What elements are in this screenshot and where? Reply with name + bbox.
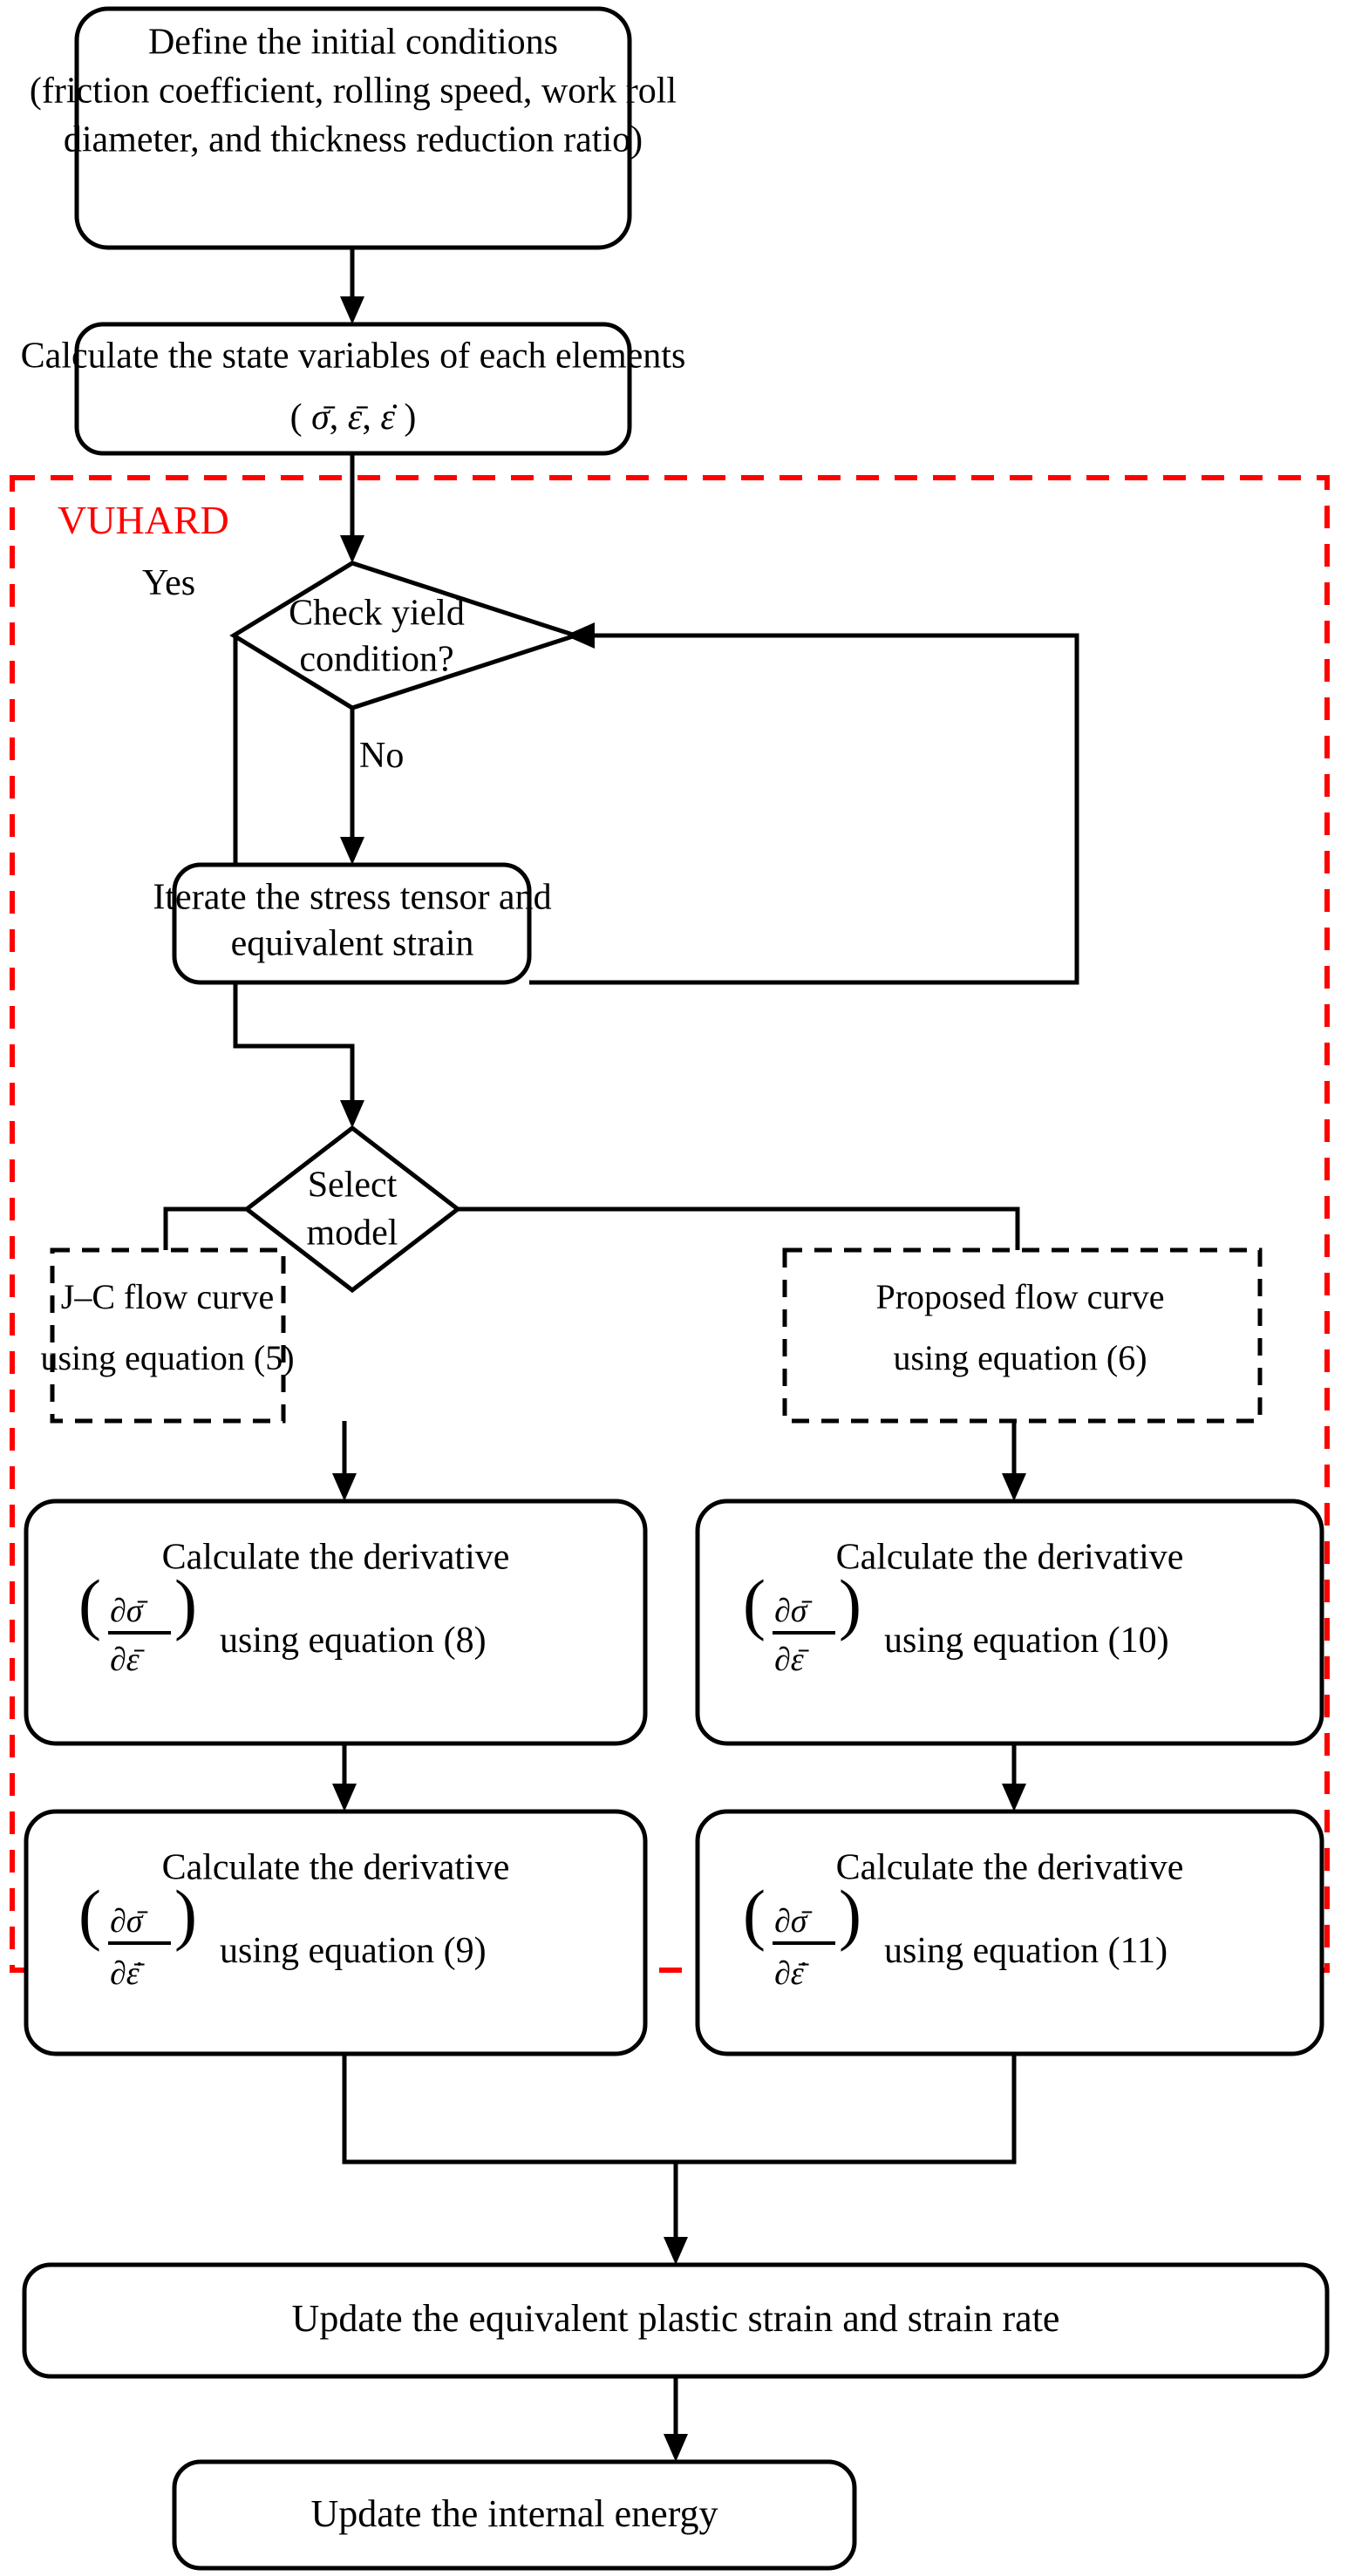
svg-text:(: ( <box>743 1566 766 1641</box>
calc-state-formula: ( σ̄, ε̄, ε̇ ) <box>290 398 417 438</box>
formula-sep-1: , <box>330 398 348 438</box>
svg-text:∂ε̄̇: ∂ε̄̇ <box>774 1955 809 1992</box>
svg-text:(: ( <box>78 1876 101 1952</box>
svg-text:): ) <box>839 1566 861 1641</box>
eq11-num-partial: ∂ <box>774 1903 791 1940</box>
node-derivative-eq8[interactable]: Calculate the derivative ( ∂σ̄ ∂ε̄ ) usi… <box>24 1499 648 1746</box>
jc-flow-curve-line-1: J–C flow curve <box>61 1277 274 1316</box>
connector-jc-to-eq8 <box>332 1421 357 1501</box>
svg-text:( σ̄, ε̄, ε̇ ): ( σ̄, ε̄, ε̇ ) <box>290 398 417 438</box>
iterate-stress-line-1: Iterate the stress tensor and <box>153 878 551 918</box>
iterate-stress-line-2: equivalent strain <box>231 924 474 964</box>
edge-label-no: No <box>359 736 404 776</box>
proposed-flow-curve-line-2: using equation (6) <box>893 1338 1147 1377</box>
svg-text:∂ε̄: ∂ε̄ <box>774 1641 809 1678</box>
node-jc-flow-curve[interactable]: J–C flow curve using equation (5) <box>40 1247 295 1424</box>
eq8-num-partial: ∂ <box>110 1593 126 1629</box>
derivative-eq11-fraction: ( ∂σ̄ ∂ε̄̇ ) <box>743 1876 861 1992</box>
node-derivative-eq11[interactable]: Calculate the derivative ( ∂σ̄ ∂ε̄̇ ) us… <box>695 1809 1324 2056</box>
svg-text:): ) <box>174 1876 197 1952</box>
connector-check-yes-to-select <box>233 636 364 1128</box>
connector-proposed-to-eq10 <box>1002 1421 1026 1501</box>
formula-epsilon: ε <box>348 398 363 438</box>
connector-define-to-calc <box>340 248 364 324</box>
eq11-num-var: σ <box>791 1903 808 1940</box>
derivative-eq11-tail: using equation (11) <box>884 1931 1168 1971</box>
derivative-eq8-fraction: ( ∂σ̄ ∂ε̄ ) <box>78 1566 197 1678</box>
formula-sep-2: , <box>362 398 380 438</box>
svg-text:∂σ̄: ∂σ̄ <box>110 1593 148 1629</box>
connector-eq8-to-eq9 <box>332 1743 357 1811</box>
eq9-num-var: σ <box>126 1903 144 1940</box>
derivative-eq11-heading: Calculate the derivative <box>836 1848 1184 1888</box>
connector-select-to-jc <box>163 1206 247 1250</box>
node-proposed-flow-curve[interactable]: Proposed flow curve using equation (6) <box>782 1247 1263 1424</box>
node-iterate-stress-tensor[interactable]: Iterate the stress tensor and equivalent… <box>153 862 552 985</box>
svg-text:∂σ̄: ∂σ̄ <box>110 1903 148 1940</box>
edge-label-yes: Yes <box>142 563 195 603</box>
node-derivative-eq10[interactable]: Calculate the derivative ( ∂σ̄ ∂ε̄ ) usi… <box>695 1499 1324 1746</box>
svg-text:(: ( <box>78 1566 101 1641</box>
svg-text:): ) <box>839 1876 861 1952</box>
calc-state-line-1: Calculate the state variables of each el… <box>21 336 686 377</box>
svg-text:∂ε̄̇: ∂ε̄̇ <box>110 1955 145 1992</box>
svg-text:(: ( <box>743 1876 766 1952</box>
formula-epsilon-dot: ε <box>380 398 395 438</box>
node-calculate-state-variables[interactable]: Calculate the state variables of each el… <box>21 322 686 456</box>
connector-update-strain-to-energy <box>664 2376 688 2462</box>
select-model-line-1: Select <box>308 1166 398 1206</box>
derivative-eq8-heading: Calculate the derivative <box>162 1538 510 1578</box>
formula-close-paren: ) <box>395 398 417 438</box>
eq11-den-var: ε <box>791 1955 804 1992</box>
connector-merge-to-update-strain <box>342 2053 1017 2265</box>
update-energy-line-1: Update the internal energy <box>310 2492 718 2535</box>
node-update-internal-energy[interactable]: Update the internal energy <box>172 2459 857 2571</box>
eq10-den-partial: ∂ <box>774 1641 791 1678</box>
define-initial-line-2: (friction coefficient, rolling speed, wo… <box>30 71 677 112</box>
node-derivative-eq9[interactable]: Calculate the derivative ( ∂σ̄ ∂ε̄̇ ) us… <box>24 1809 648 2056</box>
eq8-den-var: ε <box>126 1641 140 1678</box>
jc-flow-curve-line-2: using equation (5) <box>40 1338 294 1377</box>
eq9-num-partial: ∂ <box>110 1903 126 1940</box>
define-initial-line-1: Define the initial conditions <box>148 23 558 63</box>
svg-text:∂ε̄: ∂ε̄ <box>110 1641 145 1678</box>
vuhard-region-border <box>10 475 1330 1973</box>
derivative-eq9-fraction: ( ∂σ̄ ∂ε̄̇ ) <box>78 1876 197 1992</box>
connector-eq10-to-eq11 <box>1002 1743 1026 1811</box>
svg-text:): ) <box>174 1566 197 1641</box>
eq8-den-partial: ∂ <box>110 1641 126 1678</box>
eq10-num-partial: ∂ <box>774 1593 791 1629</box>
select-model-line-2: model <box>307 1213 398 1254</box>
connector-calc-to-check <box>340 453 364 563</box>
derivative-eq10-heading: Calculate the derivative <box>836 1538 1184 1578</box>
eq8-num-var: σ <box>126 1593 144 1629</box>
formula-sigma-bar: σ <box>311 398 331 438</box>
define-initial-line-3: diameter, and thickness reduction ratio) <box>64 120 643 160</box>
formula-open-paren: ( <box>290 398 312 438</box>
connector-select-to-proposed <box>458 1206 1020 1250</box>
node-select-model[interactable]: Select model <box>242 1125 462 1294</box>
derivative-eq9-heading: Calculate the derivative <box>162 1848 510 1888</box>
check-yield-line-1: Check yield <box>289 594 465 634</box>
eq9-den-partial: ∂ <box>110 1955 126 1992</box>
connector-check-no-to-iterate <box>340 708 364 865</box>
derivative-eq10-fraction: ( ∂σ̄ ∂ε̄ ) <box>743 1566 861 1678</box>
eq10-den-var: ε <box>791 1641 804 1678</box>
eq11-den-partial: ∂ <box>774 1955 791 1992</box>
derivative-eq8-tail: using equation (8) <box>220 1621 487 1661</box>
update-strain-line-1: Update the equivalent plastic strain and… <box>292 2297 1060 2340</box>
node-update-plastic-strain[interactable]: Update the equivalent plastic strain and… <box>22 2262 1330 2379</box>
node-define-initial-conditions[interactable]: Define the initial conditions (friction … <box>30 6 677 250</box>
derivative-eq9-tail: using equation (9) <box>220 1931 487 1971</box>
eq9-den-var: ε <box>126 1955 140 1992</box>
svg-text:∂σ̄: ∂σ̄ <box>774 1903 813 1940</box>
connector-iterate-loop-back <box>529 622 1079 985</box>
node-check-yield-condition[interactable]: Check yield condition? <box>229 561 583 710</box>
check-yield-line-2: condition? <box>299 640 453 680</box>
svg-text:∂σ̄: ∂σ̄ <box>774 1593 813 1629</box>
proposed-flow-curve-line-1: Proposed flow curve <box>875 1277 1164 1316</box>
derivative-eq10-tail: using equation (10) <box>884 1621 1169 1661</box>
eq10-num-var: σ <box>791 1593 808 1629</box>
vuhard-region-label: VUHARD <box>58 498 229 542</box>
